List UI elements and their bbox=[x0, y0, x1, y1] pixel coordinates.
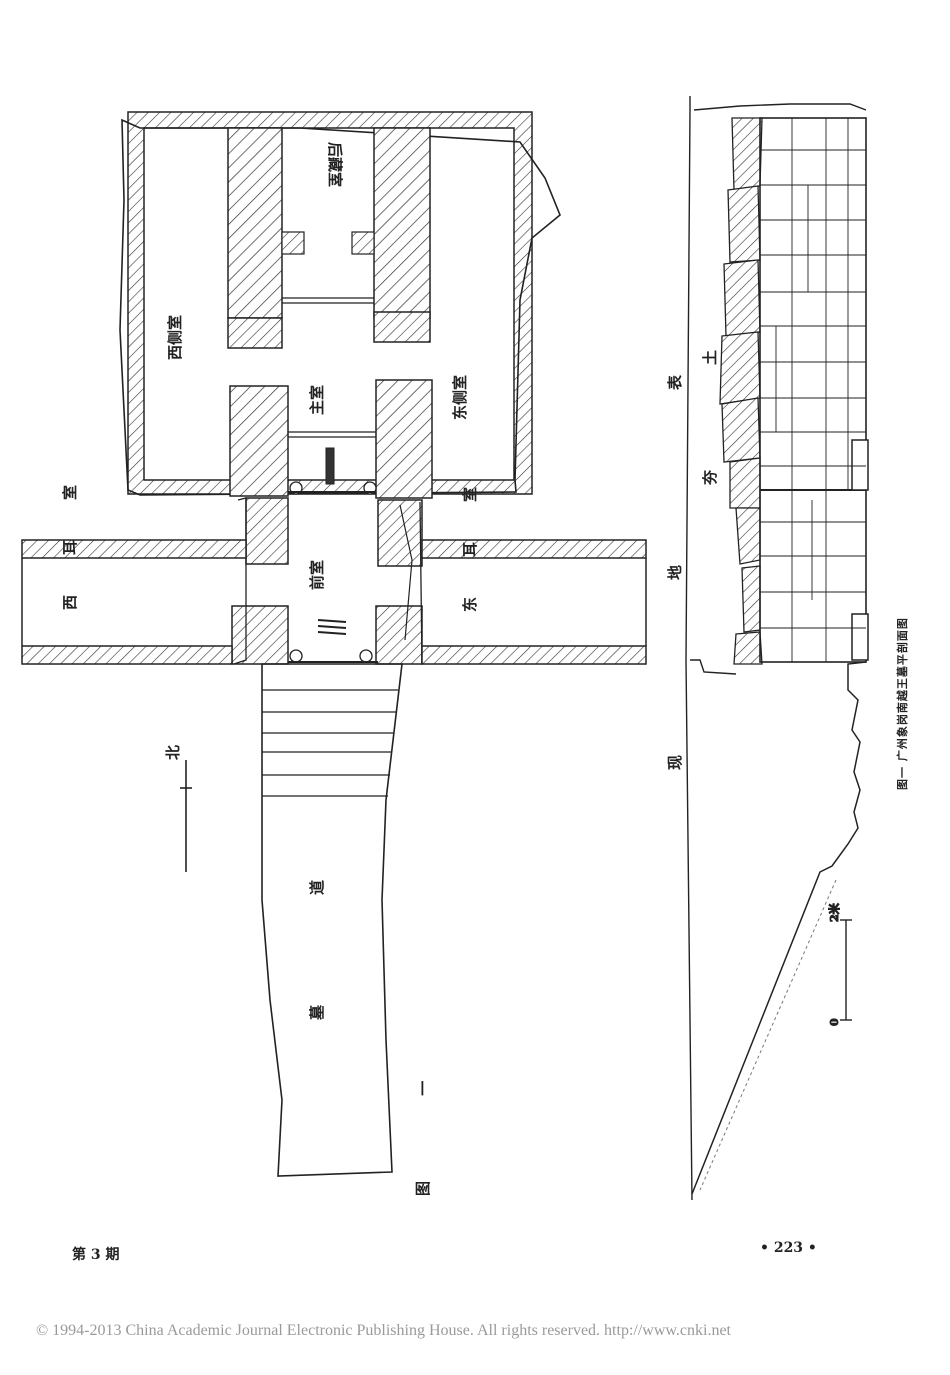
label-passage: 墓道 bbox=[308, 770, 326, 1021]
doorstop-east bbox=[351, 231, 375, 255]
cover-stones bbox=[719, 117, 763, 665]
scale-start-label: 0 bbox=[828, 1018, 841, 1026]
label-east-ear-room: 东耳室 bbox=[461, 447, 479, 612]
east-ear-wall-bottom bbox=[421, 645, 647, 665]
masonry bbox=[760, 118, 866, 662]
wall-west-inner-upper bbox=[227, 127, 283, 319]
plan-caption: 图 一 bbox=[414, 1041, 432, 1196]
ground-surface bbox=[685, 96, 693, 1201]
label-front-room: 前室 bbox=[308, 560, 326, 590]
north-arrow: 北 bbox=[164, 745, 192, 872]
bedrock-top bbox=[693, 103, 867, 111]
front-east-wall bbox=[377, 499, 423, 567]
original-profile bbox=[690, 659, 737, 675]
main-block-interior bbox=[143, 127, 515, 481]
wall-east-inner-upper bbox=[373, 127, 431, 319]
page-number: • 223 • bbox=[760, 1240, 817, 1256]
copyright-notice: © 1994-2013 China Academic Journal Elect… bbox=[36, 1322, 731, 1339]
east-ear-wall-top bbox=[421, 539, 647, 559]
chamber-outline bbox=[759, 117, 867, 663]
passage-steps bbox=[262, 689, 398, 797]
scale-bar: 0 2米 bbox=[827, 902, 852, 1027]
label-east-side-room: 东侧室 bbox=[451, 375, 469, 420]
bedrock-cut bbox=[691, 661, 867, 1195]
scale-end-label: 2米 bbox=[827, 902, 841, 922]
label-main-room: 主室 bbox=[308, 385, 326, 415]
wall-east-inner-lower bbox=[375, 379, 433, 499]
room-labels: 后藏室 西侧室 主室 东侧室 前室 西耳室 东耳室 墓道 bbox=[61, 142, 479, 1021]
section-caption: 图一 广州象岗南越王墓平剖面图 bbox=[895, 617, 909, 790]
issue-number: 第 3 期 bbox=[72, 1247, 120, 1263]
west-ear-wall-top bbox=[21, 539, 247, 559]
door-block-1 bbox=[851, 439, 869, 491]
front-door-stone bbox=[288, 619, 378, 663]
label-west-ear-room: 西耳室 bbox=[61, 445, 79, 610]
main-door-stone bbox=[288, 447, 377, 495]
north-label: 北 bbox=[164, 745, 182, 760]
plan-view bbox=[21, 111, 647, 1177]
label-west-side-room: 西侧室 bbox=[166, 315, 184, 360]
front-east-wall-lower bbox=[375, 605, 423, 665]
passage-outline bbox=[261, 663, 403, 1177]
section-view: 0 2米 bbox=[685, 96, 869, 1201]
label-ground-surface: 现地表 bbox=[666, 200, 684, 770]
front-west-wall bbox=[245, 497, 289, 565]
section-labels: 现地表 夯土 bbox=[666, 200, 719, 770]
front-west-wall-lower bbox=[231, 605, 289, 665]
doorstop-west bbox=[281, 231, 305, 255]
wall-west-inner-lower bbox=[229, 385, 289, 497]
label-rear-storage: 后藏室 bbox=[326, 142, 344, 187]
west-ear-wall-bottom bbox=[21, 645, 233, 665]
wall-west-lintel bbox=[227, 317, 283, 349]
label-rammed-earth: 夯土 bbox=[701, 245, 719, 486]
door-block-2 bbox=[851, 613, 869, 661]
wall-east-lintel bbox=[373, 311, 431, 343]
